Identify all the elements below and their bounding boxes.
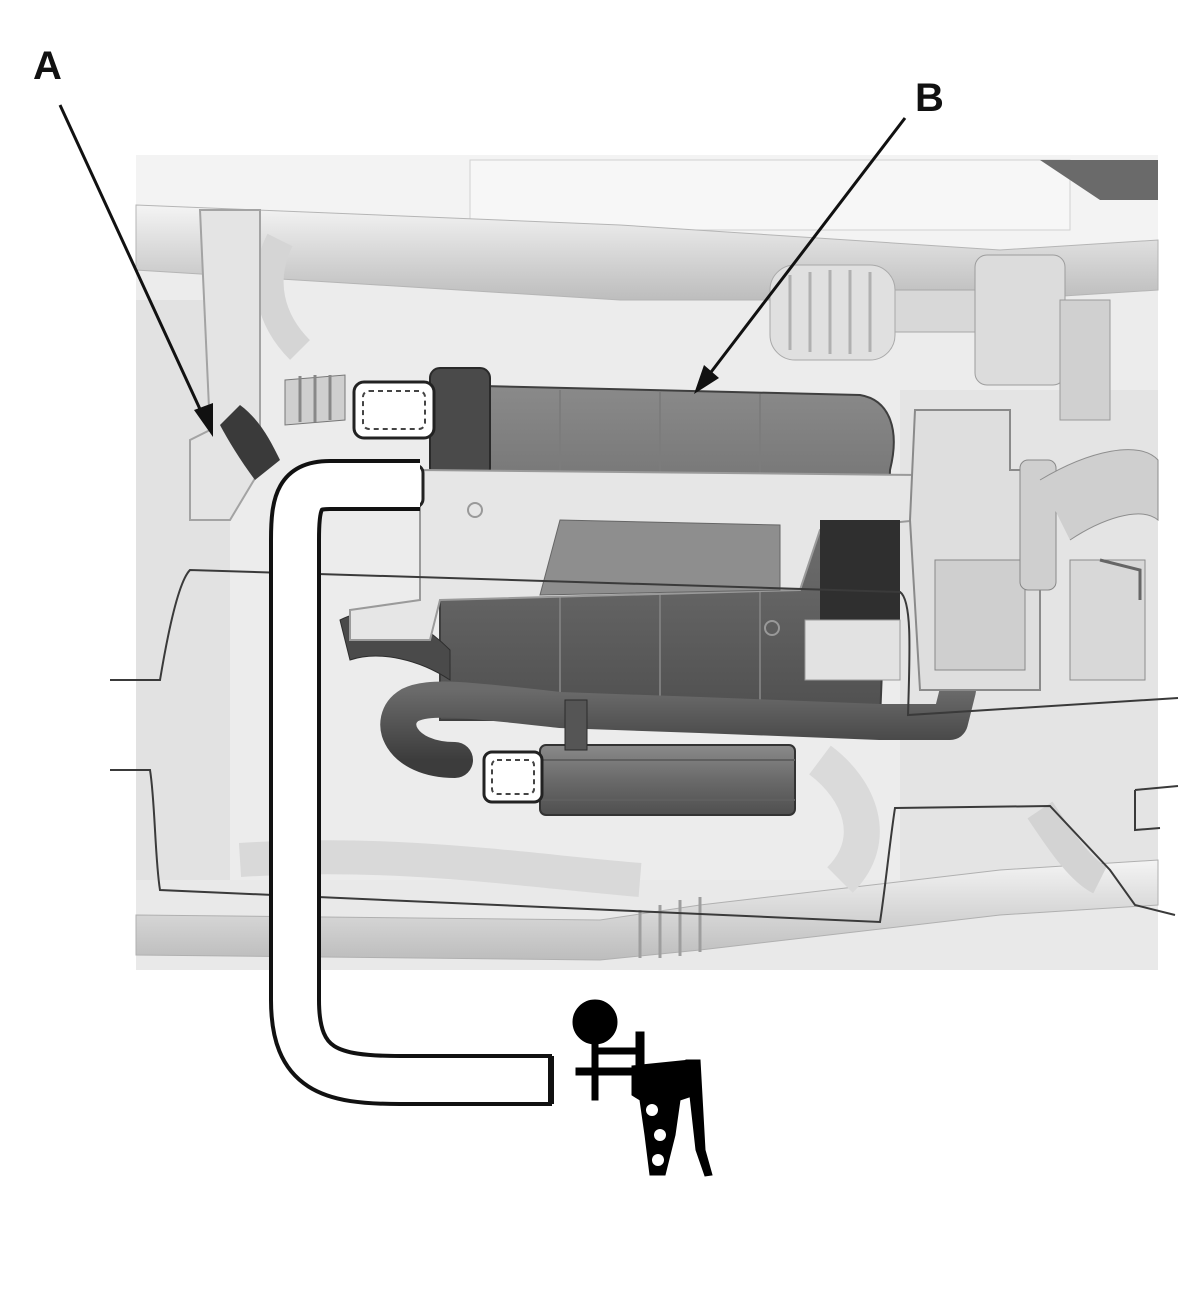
left-frame-bracket: [189, 209, 346, 521]
vacuum-hose-icon: [269, 459, 554, 1106]
callout-label-b: B: [915, 76, 944, 120]
highlight-outline: [110, 568, 1179, 924]
callout-label-a: A: [33, 44, 62, 88]
lower-canister-body: [539, 744, 796, 816]
upper-exhaust-pipe: [135, 204, 1159, 421]
leader-line-a: [58, 104, 213, 437]
canister-bracket: [349, 468, 921, 681]
leader-line-b: [694, 117, 907, 394]
port-plug-upper: [352, 380, 436, 440]
port-plug-lower: [482, 750, 544, 804]
right-connector-cluster: [908, 409, 1159, 691]
canister-hose: [380, 672, 976, 778]
hand-vacuum-pump-icon: [572, 999, 713, 1177]
